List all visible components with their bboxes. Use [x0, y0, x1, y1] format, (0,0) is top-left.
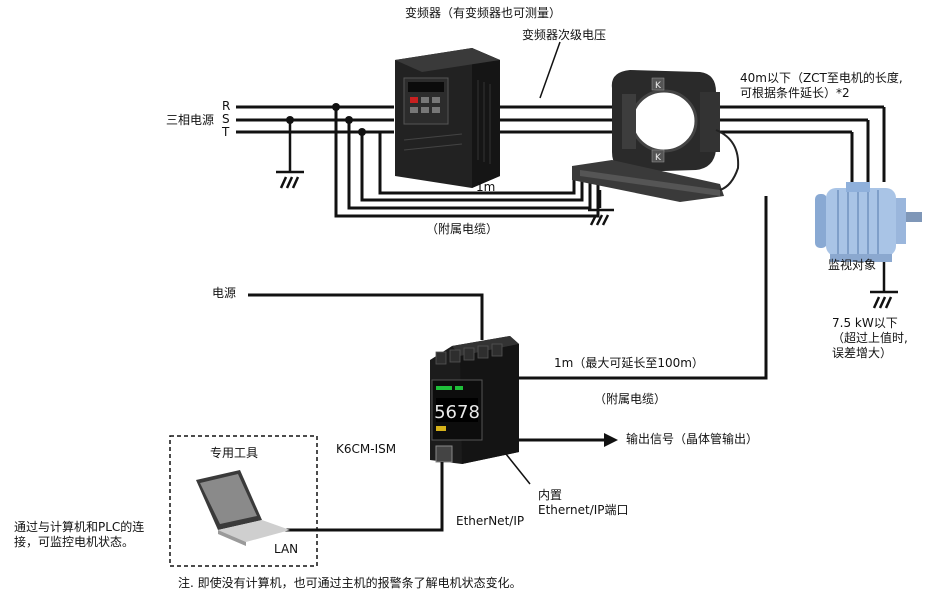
zct-mark-bottom: K — [655, 153, 662, 163]
pointer-line — [539, 41, 561, 99]
port-pointer-line — [505, 453, 531, 485]
dedicated-tool-box — [169, 435, 318, 567]
inverter-device — [395, 48, 500, 188]
builtin-port-label: 内置 Ethernet/IP端口 — [538, 488, 629, 517]
sensor-cable — [519, 196, 768, 380]
ground-symbol-left — [276, 120, 304, 189]
device-model-label: K6CM-ISM — [336, 442, 397, 456]
ethernet-ip-label: EtherNet/IP — [456, 514, 525, 528]
attached-cable-label-2: （附属电缆） — [594, 392, 667, 406]
motor — [815, 182, 922, 262]
length-extendable-label: 1m（最大可延长至100m） — [554, 356, 704, 370]
monitored-object-label: 监视对象 — [828, 258, 877, 272]
footnote: 注. 即使没有计算机，也可通过主机的报警条了解电机状态变化。 — [178, 576, 522, 590]
output-signal-label: 输出信号（晶体管输出） — [626, 432, 759, 446]
inverter-title: 变频器（有变频器也可测量） — [405, 6, 562, 20]
inverter-secondary-voltage: 变频器次级电压 — [522, 28, 607, 42]
ground-symbol-center — [588, 190, 614, 226]
motor-rating-note: 7.5 kW以下 （超过上值时, 误差增大） — [832, 316, 908, 360]
dedicated-tool-label: 专用工具 — [210, 446, 259, 460]
power-supply-wire — [248, 293, 484, 340]
attached-cable-label-1: （附属电缆） — [426, 222, 499, 236]
ground-symbol-motor — [870, 262, 898, 309]
power-supply-label: 电源 — [212, 286, 237, 300]
power-lines — [236, 105, 886, 182]
three-phase-power-label: 三相电源 — [166, 113, 215, 127]
voltage-cable-routes — [334, 107, 600, 218]
k6cm-device: 5678 — [430, 336, 519, 464]
laptop-icon — [196, 470, 290, 546]
phase-t-label: T — [222, 125, 230, 139]
pc-monitoring-note: 通过与计算机和PLC的连 接，可监控电机状态。 — [14, 520, 145, 549]
length-1m-label: 1m — [476, 180, 496, 194]
zct-mark-top: K — [655, 81, 662, 91]
zct-sensor: K K — [572, 70, 740, 202]
cable-limit-note: 40m以下（ZCT至电机的长度, 可根据条件延长）*2 — [740, 71, 903, 100]
ethernet-cable — [284, 462, 444, 532]
device-display: 5678 — [434, 402, 480, 423]
output-signal-arrow — [519, 433, 618, 447]
phase-s-label: S — [222, 112, 230, 126]
phase-r-label: R — [222, 99, 231, 113]
lan-label: LAN — [274, 542, 299, 556]
